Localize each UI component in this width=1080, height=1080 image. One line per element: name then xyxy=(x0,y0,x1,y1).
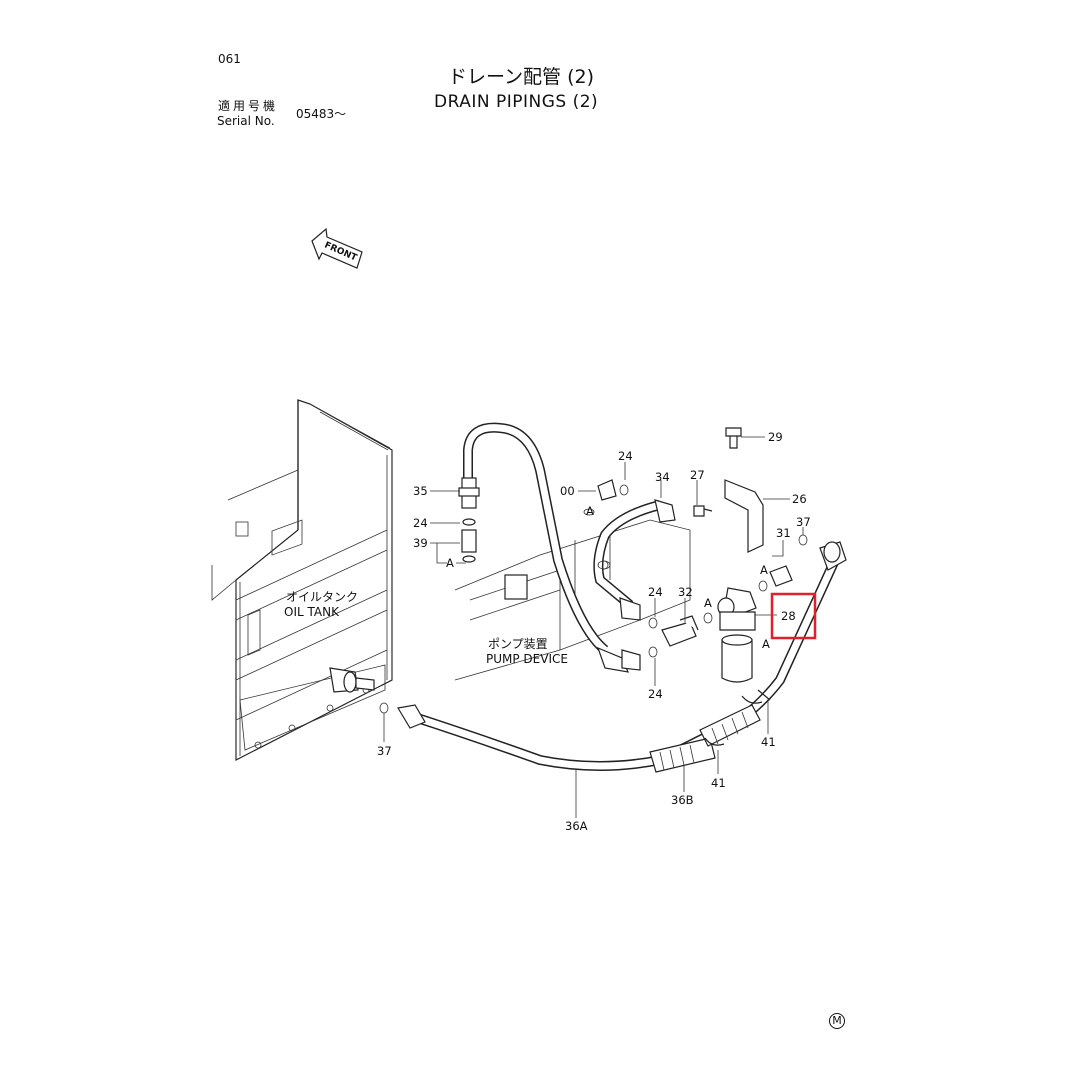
connection-label-a: A xyxy=(704,596,712,610)
part-label-31: 31 xyxy=(776,526,791,540)
part-label-29: 29 xyxy=(768,430,783,444)
filter-assembly xyxy=(693,427,808,683)
part-label-39: 39 xyxy=(413,536,428,550)
pump-device-label-en: PUMP DEVICE xyxy=(486,652,568,666)
connection-label-a: A xyxy=(760,563,768,577)
page-title-jp: ドレーン配管 (2) xyxy=(448,66,595,88)
page-title-en: DRAIN PIPINGS (2) xyxy=(434,92,599,112)
connection-label-a: A xyxy=(762,637,770,651)
page-number: 061 xyxy=(218,52,241,66)
pump-device-label-jp: ポンプ装置 xyxy=(488,637,548,651)
hose-34 xyxy=(583,479,676,671)
part-label-41: 41 xyxy=(711,776,726,790)
part-label-24: 24 xyxy=(618,449,633,463)
serial-value: 05483～ xyxy=(296,107,347,121)
part-label-32: 32 xyxy=(678,585,693,599)
part-label-41: 41 xyxy=(761,735,776,749)
connection-label-a: A xyxy=(586,504,594,518)
hose-35 xyxy=(458,422,629,673)
serial-label-jp: 適用号機 xyxy=(218,99,279,113)
part-label-28: 28 xyxy=(781,609,796,623)
part-label-36b: 36B xyxy=(671,793,694,807)
part-label-26: 26 xyxy=(792,492,807,506)
part-label-37: 37 xyxy=(796,515,811,529)
oil-tank-label-jp: オイルタンク xyxy=(286,590,358,604)
footer-mark-icon: M xyxy=(829,1013,845,1029)
part-label-24: 24 xyxy=(413,516,428,530)
leader-lines xyxy=(383,436,804,818)
part-label-34: 34 xyxy=(655,470,670,484)
connection-label-a: A xyxy=(446,556,454,570)
part-label-24: 24 xyxy=(648,585,663,599)
part-label-37: 37 xyxy=(377,744,392,758)
part-28-highlight-box xyxy=(770,592,817,640)
fitting-32 xyxy=(661,615,699,647)
part-label-00: 00 xyxy=(560,484,575,498)
hose-36 xyxy=(379,541,847,773)
part-label-27: 27 xyxy=(690,468,705,482)
part-label-35: 35 xyxy=(413,484,428,498)
serial-label-en: Serial No. xyxy=(217,114,275,128)
front-arrow-icon: FRONT xyxy=(311,227,363,269)
oil-tank xyxy=(211,399,393,761)
part-label-36a: 36A xyxy=(565,819,588,833)
oil-tank-label-en: OIL TANK xyxy=(284,605,340,619)
pump-device xyxy=(454,519,691,681)
part-label-24: 24 xyxy=(648,687,663,701)
